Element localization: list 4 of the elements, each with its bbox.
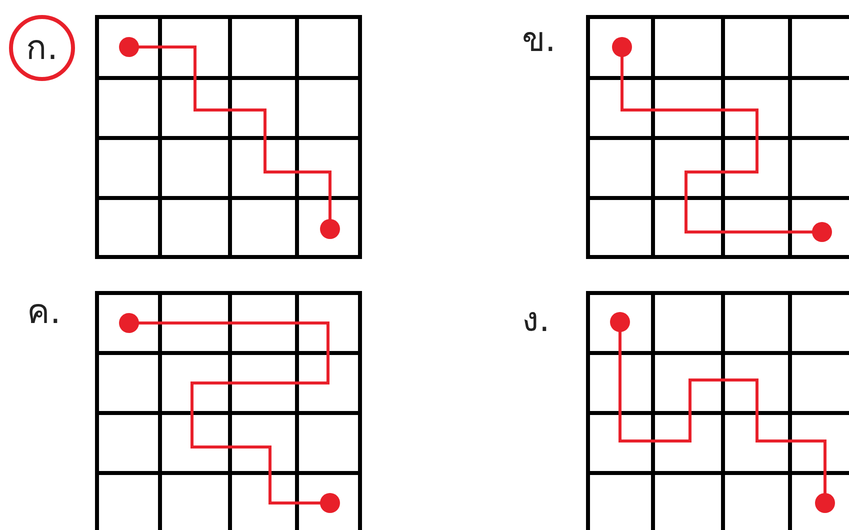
- option-label: ง.: [522, 300, 550, 340]
- circled-option-label: ก.: [9, 15, 75, 81]
- option-label: ค.: [27, 292, 61, 332]
- option-label: ข.: [522, 20, 556, 60]
